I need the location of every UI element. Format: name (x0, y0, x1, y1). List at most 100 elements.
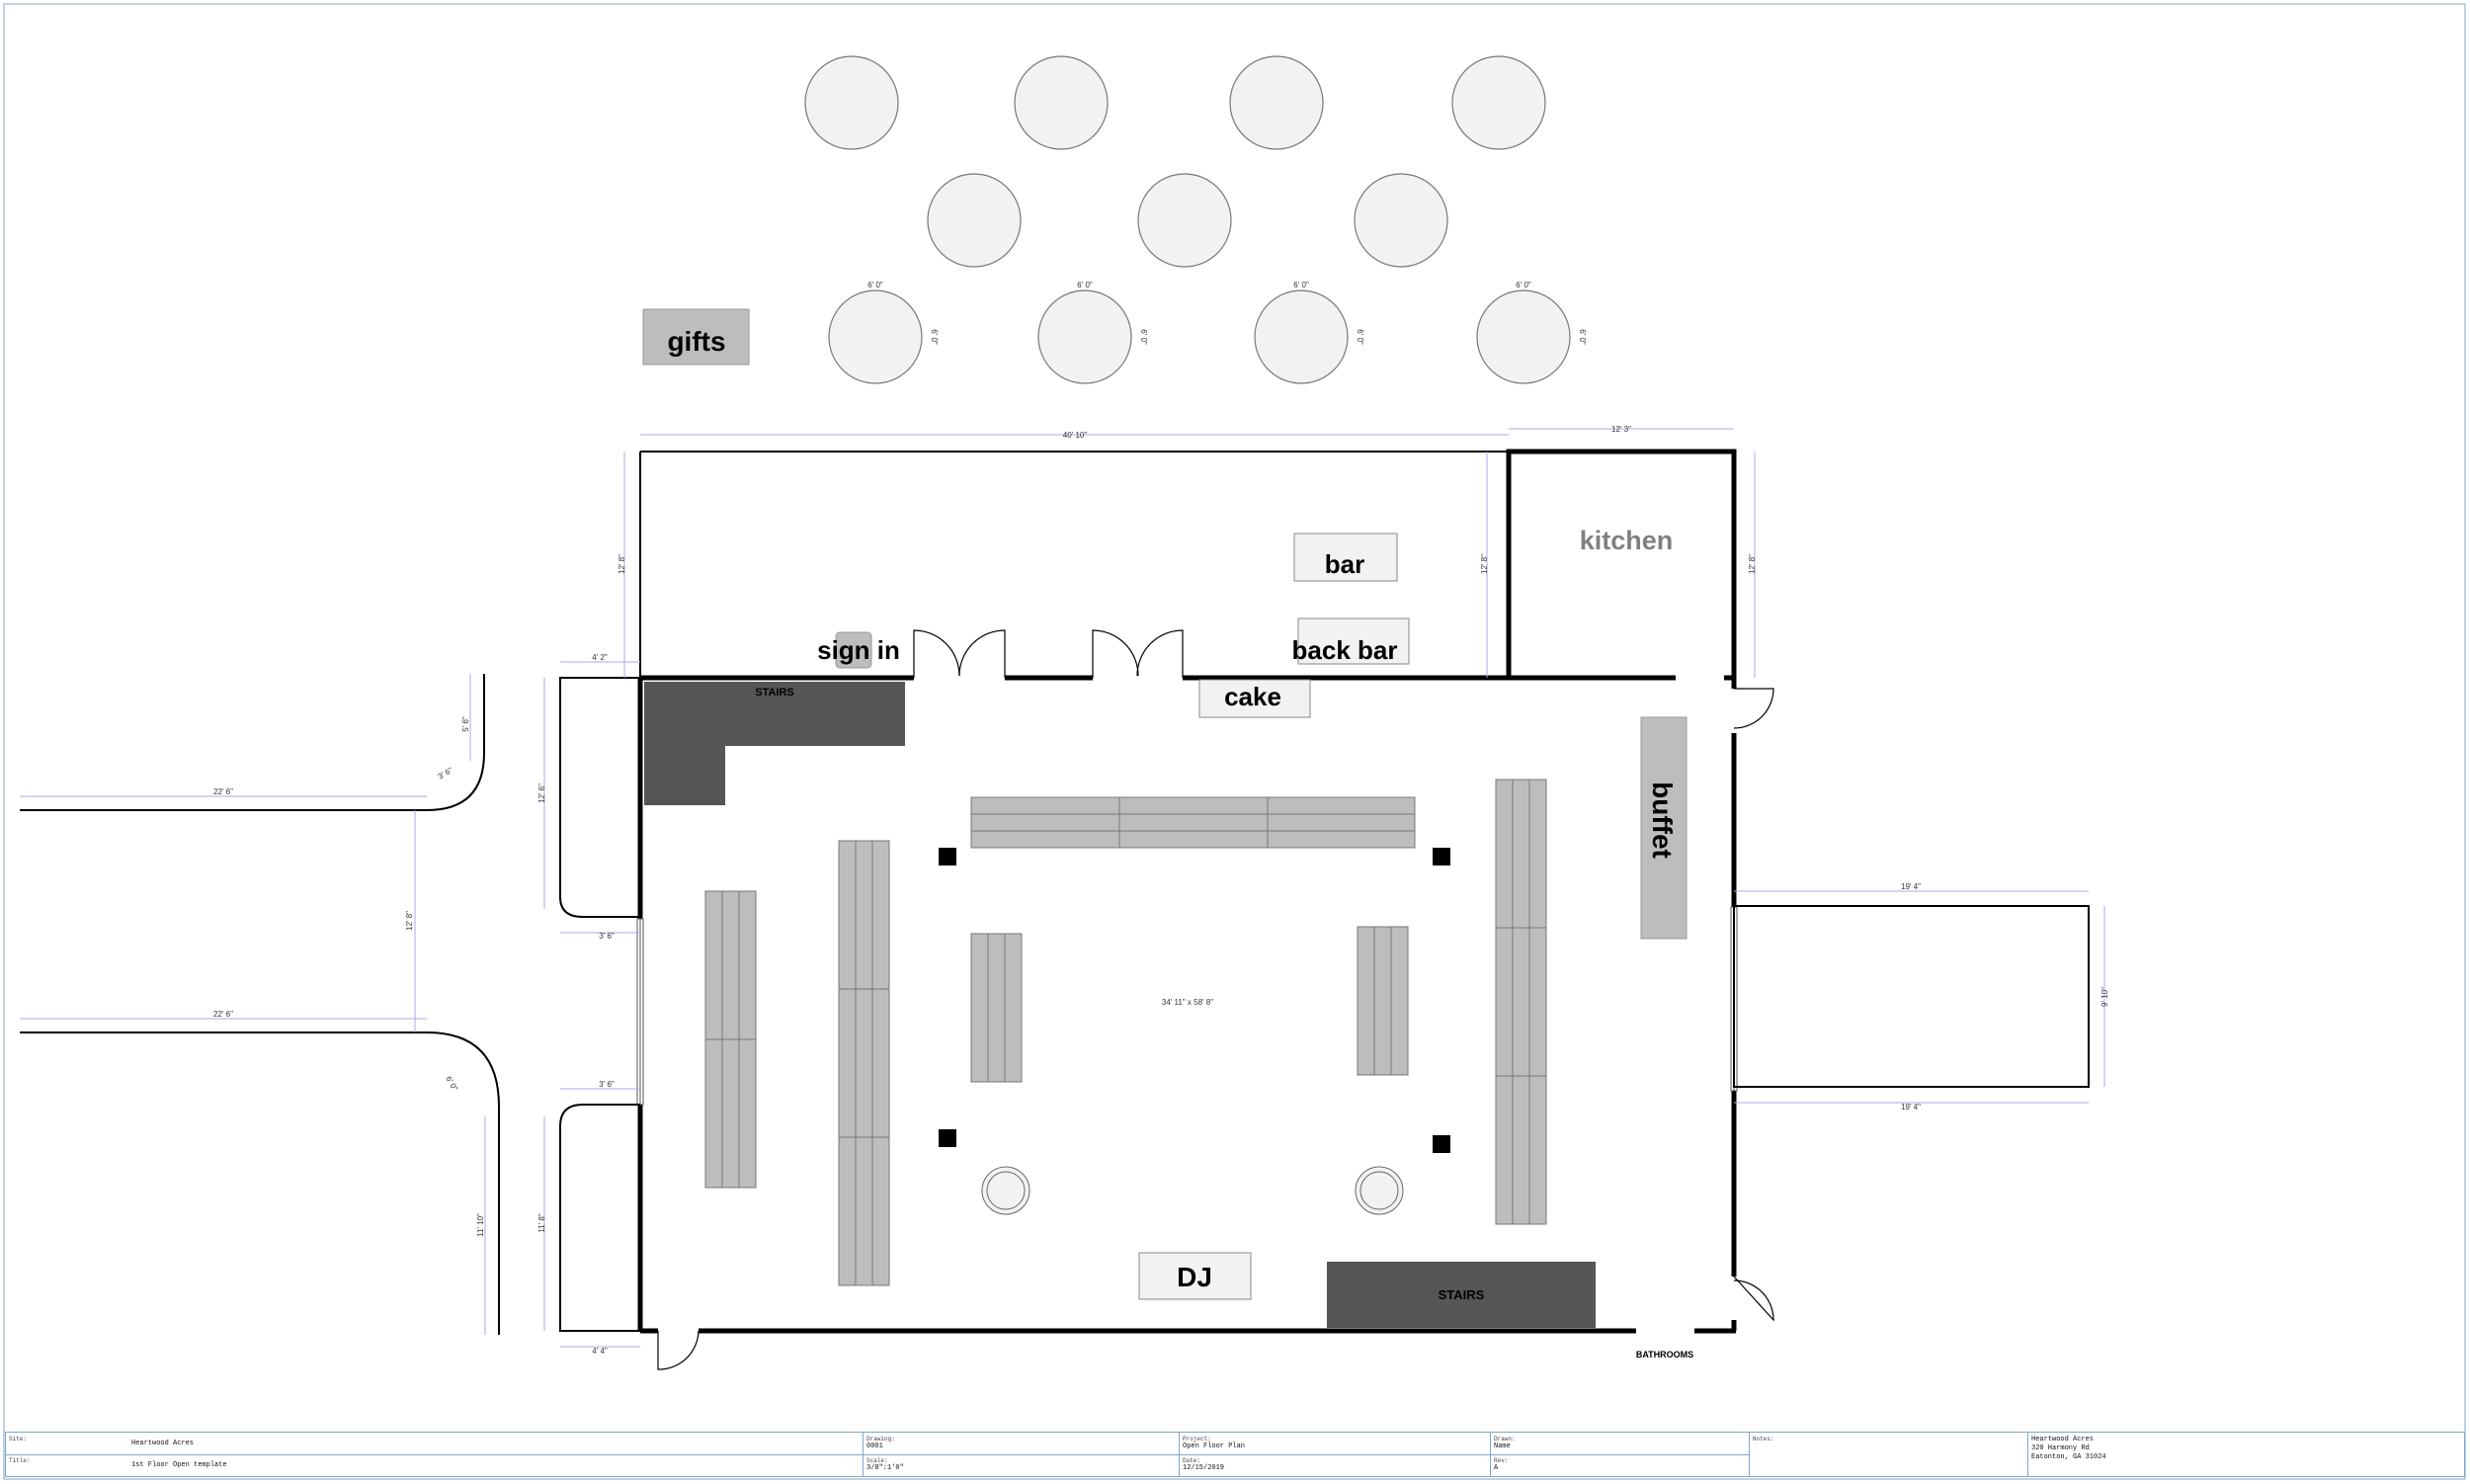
entry-vestibule (559, 677, 640, 1332)
long-tables (704, 779, 1547, 1286)
address-line-2: 320 Harmony Rd (2031, 1444, 2090, 1452)
column (939, 1129, 956, 1147)
title-block-project-cell: Project: Open Floor Plan Date: 12/15/201… (1180, 1433, 1491, 1476)
page-border (3, 3, 2466, 1480)
buffet-table[interactable] (1640, 716, 1688, 940)
round-table[interactable] (927, 173, 1022, 268)
banquet-table[interactable] (970, 933, 1023, 1083)
side-doors[interactable] (657, 688, 1774, 1370)
dim-corridor-radius-top: 3' 6" (437, 766, 454, 782)
back-bar-label: back bar (1292, 635, 1398, 665)
stairs-bottom (1327, 1262, 1596, 1328)
table-dimension-marks: 6' 0" 6' 0" 6' 0" 6' 0" 6' 0" 6' 0" 6' 0… (867, 281, 1587, 345)
title-block: Site: Heartwood Acres Title: 1st Floor O… (5, 1432, 2465, 1477)
table-dim-label: 6' 0" (1077, 281, 1093, 289)
dim-entry-upper-height: 12' 6" (537, 783, 546, 803)
column (1433, 1135, 1450, 1153)
gifts-table[interactable] (642, 308, 750, 366)
table-dim-label: 6' 0" (1356, 329, 1364, 345)
drawing-caption: Drawing: (866, 1436, 895, 1443)
double-doors[interactable] (913, 629, 1184, 678)
kitchen-label: kitchen (1580, 526, 1674, 555)
dim-top-width: 40' 10" (1063, 431, 1088, 440)
gifts-label: gifts (667, 326, 725, 357)
title-block-divider (6, 1454, 1750, 1455)
round-table[interactable] (1476, 289, 1571, 384)
round-table[interactable] (1137, 173, 1232, 268)
rev-caption: Rev: (1494, 1457, 1509, 1464)
back-bar-counter[interactable] (1297, 618, 1410, 665)
dim-side-room-top: 19' 4" (1901, 882, 1921, 891)
table-dim-label: 6' 0" (1578, 329, 1587, 345)
round-table[interactable] (828, 289, 923, 384)
date-caption: Date: (1183, 1457, 1201, 1464)
banquet-table[interactable] (970, 796, 1416, 849)
column (939, 848, 956, 866)
table-dim-label: 6' 0" (1516, 281, 1531, 289)
dim-corridor-radius-bottom: 6' 0" (444, 1075, 459, 1093)
dim-side-room-height: 9' 10" (2100, 987, 2109, 1007)
drawn-caption: Drawn: (1494, 1436, 1516, 1443)
dim-corridor-vertical-top: 5' 6" (461, 716, 470, 732)
round-table[interactable] (1451, 55, 1546, 150)
address-line-1: Heartwood Acres (2031, 1436, 2095, 1443)
dim-kitchen-width: 12' 3" (1611, 425, 1631, 434)
round-tables (804, 55, 1571, 384)
rev-value: A (1494, 1464, 1499, 1472)
drawn-value: Name (1494, 1443, 1511, 1450)
columns (939, 848, 1450, 1153)
project-caption: Project: (1183, 1436, 1211, 1443)
dim-corridor-vertical-bottom: 11' 10" (476, 1213, 485, 1237)
dim-side-room-bottom: 19' 4" (1901, 1103, 1921, 1112)
title-block-drawing-cell: Drawing: 0001 Scale: 3/8":1'0" (864, 1433, 1180, 1476)
main-room-walls (637, 675, 1737, 1334)
title-block-address-cell: Heartwood Acres 320 Harmony Rd Eatonton,… (2028, 1433, 2466, 1476)
dim-entry-top: 4' 2" (592, 653, 608, 662)
address-line-3: Eatonton, GA 31024 (2031, 1453, 2106, 1461)
dim-entry-lower-height: 11' 8" (537, 1213, 546, 1233)
round-table[interactable] (1354, 173, 1448, 268)
banquet-table[interactable] (1495, 779, 1547, 1225)
room-size-label: 34' 11" x 58' 8" (1162, 998, 1213, 1007)
dim-corridor-bottom: 22' 6" (213, 1010, 233, 1019)
dj-booth[interactable] (1138, 1252, 1252, 1300)
round-table[interactable] (1229, 55, 1324, 150)
table-dim-label: 6' 0" (1139, 329, 1148, 345)
kitchen-walls (1506, 449, 1737, 678)
scale-caption: Scale: (866, 1457, 888, 1464)
table-dim-label: 6' 0" (867, 281, 883, 289)
dim-corridor-height: 12' 8" (405, 911, 414, 931)
banquet-table[interactable] (838, 840, 890, 1286)
table-dim-label: 6' 0" (930, 329, 939, 345)
stairs-top (644, 682, 905, 746)
title-block-notes-cell: Notes: (1750, 1433, 2028, 1476)
stairs-bottom-label: STAIRS (1439, 1287, 1485, 1302)
dj-label: DJ (1177, 1262, 1212, 1292)
title-block-site-cell: Site: Heartwood Acres Title: 1st Floor O… (6, 1433, 864, 1476)
stairs-top-label: STAIRS (755, 687, 794, 699)
round-table[interactable] (804, 55, 899, 150)
sign-in-table[interactable] (835, 631, 872, 669)
dim-right-upper-height: 12' 8" (1480, 554, 1489, 574)
cake-table[interactable] (1198, 679, 1311, 718)
dim-corridor-top: 22' 6" (213, 787, 233, 796)
corridor (20, 674, 500, 1335)
dim-entry-gap-bottom: 3' 6" (599, 1080, 615, 1089)
round-table[interactable] (1254, 289, 1349, 384)
bathrooms-label: BATHROOMS (1636, 1350, 1693, 1360)
title-caption: Title: (9, 1457, 31, 1464)
round-table[interactable] (1014, 55, 1109, 150)
round-table[interactable] (1037, 289, 1132, 384)
banquet-table[interactable] (1357, 926, 1409, 1076)
dimension-lines (20, 428, 2105, 1348)
cocktail-tables (981, 1166, 1404, 1215)
date-value: 12/15/2019 (1183, 1464, 1225, 1472)
site-value: Heartwood Acres (131, 1440, 195, 1447)
dim-entry-bottom: 4' 4" (592, 1347, 608, 1356)
dimension-labels: 40' 10" 12' 3" 12' 8" 12' 8" 12' 8" 4' 2… (213, 425, 2109, 1356)
title-block-drawn-cell: Drawn: Name Rev: A (1491, 1433, 1750, 1476)
column (1433, 848, 1450, 866)
site-caption: Site: (9, 1436, 28, 1443)
bar-counter[interactable] (1293, 533, 1398, 582)
